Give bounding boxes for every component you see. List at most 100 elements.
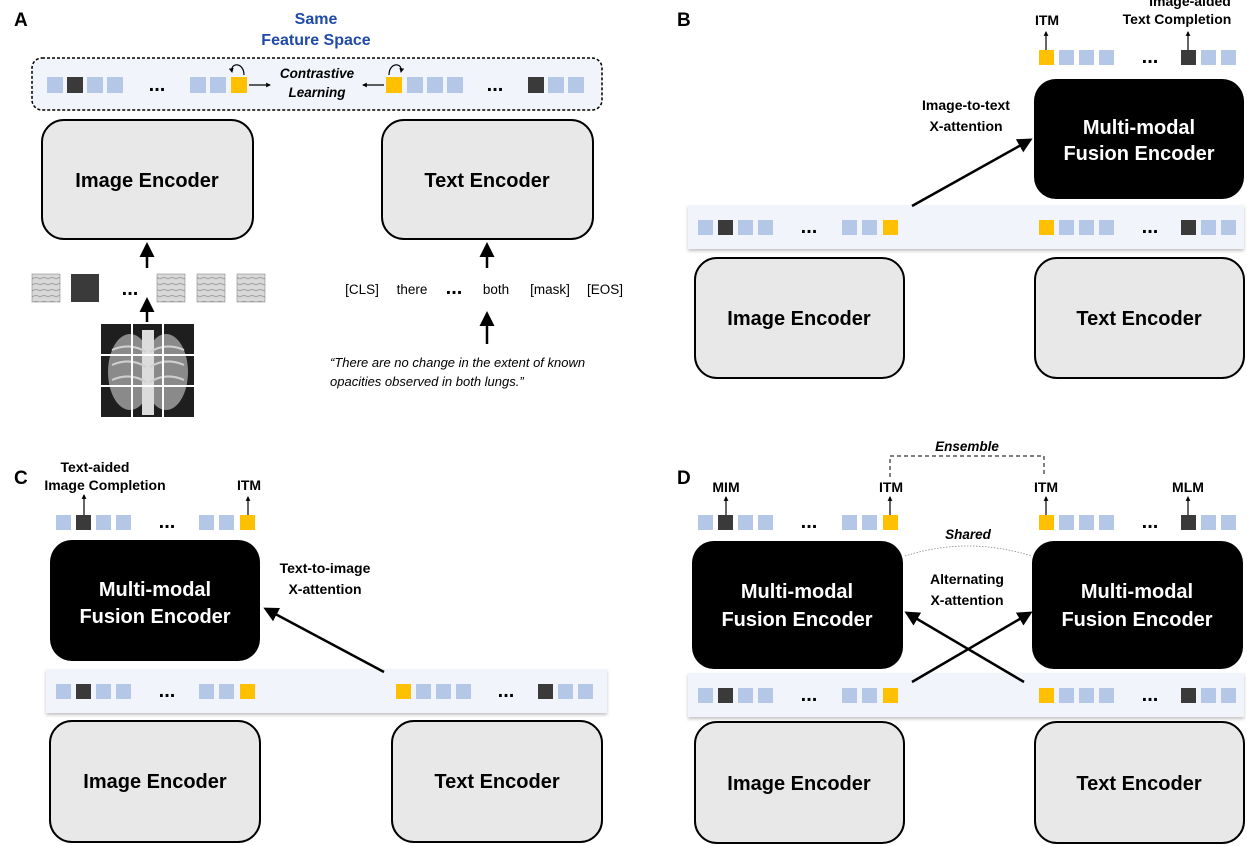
panel-b: B ITM Image-aided Text Completion ... Mu…: [677, 0, 1245, 379]
text-encoder-b-label: Text Encoder: [1076, 308, 1201, 330]
fusion-encoder-d-right: [1032, 541, 1243, 669]
feature-space-title-line1: Same: [295, 11, 338, 28]
ellipsis: ...: [498, 680, 515, 702]
image-encoder-a: [41, 119, 254, 240]
token-both: both: [483, 282, 509, 297]
shared-label: Shared: [945, 527, 992, 542]
completion-label-b-line1: Image-aided: [1149, 0, 1231, 9]
fusion-output-row-c: ...: [56, 511, 255, 533]
itm-label-d-right: ITM: [1034, 479, 1058, 495]
masked-patch-icon: [71, 274, 99, 302]
image-token-row-d: ...: [698, 684, 898, 706]
panel-letter-d: D: [677, 468, 691, 489]
image-encoder-d: [694, 721, 905, 844]
ellipsis: ...: [1142, 511, 1159, 533]
completion-label-c-line1: Text-aided: [61, 459, 130, 475]
token-strip-d: [688, 673, 1244, 717]
fusion-encoder-d-right-line2: Fusion Encoder: [1061, 609, 1212, 631]
panel-letter-a: A: [14, 10, 28, 31]
feature-space-title-line2: Feature Space: [261, 32, 370, 49]
image-token-row-c: ...: [56, 680, 255, 702]
image-encoder-c-label: Image Encoder: [83, 771, 227, 793]
text-token-row-b: ...: [1039, 216, 1236, 238]
attention-label-d-line1: Alternating: [930, 571, 1004, 587]
attention-label-b-line1: Image-to-text: [922, 97, 1010, 113]
panel-d: D Ensemble MIM ITM ITM MLM ... ...: [677, 439, 1245, 844]
image-patch-icon: [156, 273, 186, 303]
itm-label-b: ITM: [1035, 12, 1059, 28]
token-strip-c: [46, 669, 607, 713]
contrastive-label-line2: Learning: [288, 85, 346, 100]
ellipsis: ...: [159, 511, 176, 533]
loop-arrow-icon: [388, 64, 405, 76]
text-token-row-a: ...: [386, 74, 584, 96]
text-token-row-c: ...: [396, 680, 593, 702]
text-cls-token: [386, 77, 402, 93]
text-encoder-a: [381, 119, 594, 240]
image-patch-icon: [236, 273, 266, 303]
shared-feature-space-box: [31, 57, 603, 111]
token-eos: [EOS]: [587, 282, 623, 297]
ellipsis: ...: [122, 278, 139, 300]
report-text-line1: “There are no change in the extent of kn…: [330, 355, 585, 370]
arrow-text-to-image-attention-d: [904, 611, 1025, 684]
image-patch-icon: [31, 273, 61, 303]
ellipsis: ...: [801, 684, 818, 706]
ellipsis: ...: [801, 511, 818, 533]
arrow-image-to-text-attention: [911, 138, 1033, 208]
ellipsis: ...: [1142, 46, 1159, 68]
image-patch-icon: [196, 273, 226, 303]
fusion-encoder-d-left-line1: Multi-modal: [741, 581, 853, 603]
itm-label-d-left: ITM: [879, 479, 903, 495]
fusion-output-row-d-right: ...: [1039, 511, 1236, 533]
fusion-encoder-b-line1: Multi-modal: [1083, 117, 1195, 139]
arrow-image-to-text-attention-d: [911, 611, 1033, 684]
image-patch-row: ...: [31, 273, 266, 303]
itm-label-c: ITM: [237, 477, 261, 493]
token-cls: [CLS]: [345, 282, 379, 297]
completion-label-c-line2: Image Completion: [44, 477, 165, 493]
ellipsis: ...: [446, 277, 463, 299]
text-encoder-d-label: Text Encoder: [1076, 773, 1201, 795]
token-strip-b: [688, 205, 1244, 249]
text-encoder-c: [391, 720, 603, 843]
arrow-text-to-image-attention: [263, 607, 385, 674]
ensemble-label: Ensemble: [935, 439, 999, 454]
image-encoder-a-label: Image Encoder: [75, 170, 219, 192]
fusion-encoder-d-left-line2: Fusion Encoder: [721, 609, 872, 631]
fusion-output-row-b: ...: [1039, 46, 1236, 68]
text-encoder-b: [1034, 257, 1245, 379]
fusion-encoder-c: [50, 540, 260, 661]
attention-label-c-line2: X-attention: [288, 581, 361, 597]
image-token-row-a: ...: [47, 74, 247, 96]
fusion-encoder-c-line2: Fusion Encoder: [79, 606, 230, 628]
image-encoder-b: [694, 257, 905, 379]
image-token-row-b: ...: [698, 216, 898, 238]
contrastive-label-line1: Contrastive: [280, 66, 355, 81]
ellipsis: ...: [149, 74, 166, 96]
mim-label: MIM: [712, 479, 739, 495]
attention-label-c-line1: Text-to-image: [280, 560, 371, 576]
image-encoder-b-label: Image Encoder: [727, 308, 871, 330]
token-mask: [mask]: [530, 282, 570, 297]
token-there: there: [397, 282, 428, 297]
panel-a: A Same Feature Space ... ...: [14, 10, 623, 417]
attention-label-d-line2: X-attention: [930, 592, 1003, 608]
report-text-line2: opacities observed in both lungs.”: [330, 374, 524, 389]
image-encoder-c: [49, 720, 261, 843]
ellipsis: ...: [487, 74, 504, 96]
ellipsis: ...: [1142, 684, 1159, 706]
completion-label-b-line2: Text Completion: [1123, 11, 1232, 27]
fusion-output-row-d-left: ...: [698, 511, 898, 533]
chest-xray-icon: [101, 324, 194, 417]
fusion-encoder-b: [1034, 79, 1244, 199]
ellipsis: ...: [801, 216, 818, 238]
fusion-encoder-c-line1: Multi-modal: [99, 579, 211, 601]
loop-arrow-icon: [228, 64, 245, 76]
image-cls-token: [231, 77, 247, 93]
fusion-encoder-d-left: [692, 541, 903, 669]
mlm-label: MLM: [1172, 479, 1204, 495]
shared-weights-arc: [904, 545, 1033, 557]
image-encoder-d-label: Image Encoder: [727, 773, 871, 795]
